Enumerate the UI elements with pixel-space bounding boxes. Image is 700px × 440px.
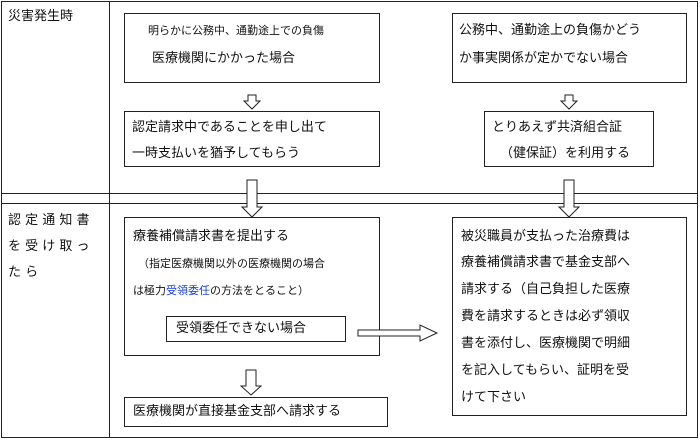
box-claim-reimbursement	[452, 217, 687, 416]
arrow-down-large-right	[557, 179, 581, 218]
box-request-deferral-line1: 認定請求中であることを申し出て	[132, 120, 327, 135]
proxy-receipt-link[interactable]: 受領委任	[166, 284, 210, 297]
box-claim-reimbursement-line3: 請求する（自己負担した医療	[461, 282, 631, 297]
box-use-insurance-card-line1: とりあえず共済組合証	[492, 120, 623, 135]
section-label-notice-line3: た ら	[8, 265, 39, 280]
box-claim-reimbursement-line6: を記入してもらい、証明を受	[461, 363, 629, 378]
arrow-right-to-claim	[357, 324, 439, 342]
section-label-notice-line1: 認 定 通 知 書	[8, 213, 90, 228]
box-uncertain-injury	[452, 13, 687, 83]
box-clear-duty-injury-line1: 明らかに公務中、通勤途上での負傷	[148, 24, 324, 37]
column-divider	[109, 1, 110, 438]
box-submit-claim-note-line1: （指定医療機関以外の医療機関の場合	[138, 257, 325, 270]
box-claim-reimbursement-line2: 療養補償請求書で基金支部へ	[461, 255, 631, 270]
arrow-down-bottom-left	[239, 369, 263, 396]
section-label-disaster: 災害発生時	[8, 9, 74, 24]
box-claim-reimbursement-line5: 書を添付し、医療機関で明細	[461, 336, 631, 351]
box-uncertain-injury-line2: か事実関係が定かでない場合	[459, 51, 629, 66]
row-divider-1	[1, 193, 698, 194]
box-direct-claim-text: 医療機関が直接基金支部へ請求する	[133, 404, 342, 419]
row-divider-2	[1, 203, 698, 204]
box-claim-reimbursement-line7: けて下さい	[461, 390, 527, 405]
box-uncertain-injury-line1: 公務中、通勤途上の負傷かどう	[459, 23, 642, 38]
box-submit-claim-note-line2: は極力受領委任の方法をとること）	[133, 285, 309, 296]
arrow-down-small-left	[242, 94, 262, 110]
box-use-insurance-card	[484, 111, 654, 167]
box-clear-duty-injury	[124, 13, 380, 83]
box-clear-duty-injury-line2: 医療機関にかかった場合	[152, 51, 296, 66]
note-suffix: の方法をとること）	[210, 284, 309, 297]
box-request-deferral	[124, 111, 380, 167]
box-claim-reimbursement-line4: 費を請求するときは必ず領収	[461, 309, 631, 324]
arrow-down-small-right	[559, 94, 579, 110]
section-label-notice-line2: を 受 け 取 っ	[8, 239, 90, 254]
box-cannot-proxy-label: 受領委任できない場合	[176, 321, 307, 336]
box-use-insurance-card-line2: （健保証）を利用する	[500, 146, 631, 161]
note-prefix: は極力	[133, 284, 166, 297]
box-submit-claim-title: 療養補償請求書を提出する	[133, 229, 290, 244]
box-direct-claim	[124, 397, 388, 427]
box-request-deferral-line2: 一時支払いを猶予してもらう	[132, 146, 300, 161]
box-cannot-proxy	[166, 316, 346, 342]
box-claim-reimbursement-line1: 被災職員が支払った治療費は	[461, 229, 631, 244]
arrow-down-large-left	[240, 179, 264, 218]
